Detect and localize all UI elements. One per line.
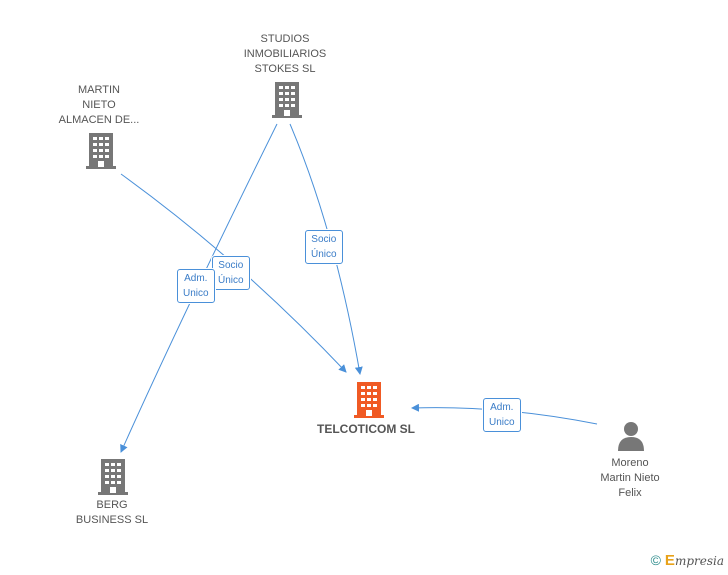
node-label-berg: BERG BUSINESS SL [75, 499, 149, 526]
brand-initial: E [664, 552, 675, 569]
building-icon[interactable] [272, 82, 302, 118]
node-label-moreno: Moreno Martin Nieto Felix [600, 457, 660, 499]
edge-label-martin-socio[interactable]: Socio Único [212, 256, 250, 290]
node-label-martin: MARTIN NIETO ALMACEN DE... [58, 84, 140, 126]
edge-label-studios-socio[interactable]: Socio Único [305, 230, 343, 264]
person-icon[interactable] [617, 421, 645, 451]
node-label-studios: STUDIOS INMOBILIARIOS STOKES SL [243, 33, 327, 75]
node-label-telcoticom: TELCOTICOM SL [317, 422, 415, 436]
building-icon[interactable] [98, 459, 128, 495]
building-icon[interactable] [354, 382, 384, 418]
brand-name: mpresia [674, 554, 724, 568]
empresia-watermark: ©Empresia [651, 552, 724, 569]
copyright-icon: © [650, 552, 661, 568]
edge-label-moreno-adm[interactable]: Adm. Unico [483, 398, 521, 432]
edge-label-studios-adm[interactable]: Adm. Unico [177, 269, 215, 303]
building-icon[interactable] [86, 133, 116, 169]
edge-studios-to-berg [120, 123, 278, 453]
